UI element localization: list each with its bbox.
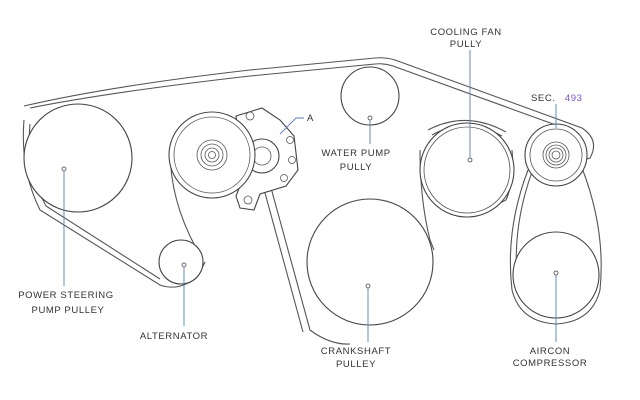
fan-belt-top	[427, 119, 507, 133]
water-pump-center	[367, 115, 373, 121]
cooling-fan-label-line1: COOLING FAN	[430, 27, 502, 38]
idler-pulley-rim	[173, 116, 251, 194]
sec-idler-hub-2	[545, 144, 567, 166]
outer-drive-belt-inner	[29, 63, 579, 134]
cooling-fan-center	[467, 157, 473, 163]
outer-drive-belt	[23, 57, 595, 169]
power-steering-pump-pulley	[23, 103, 133, 213]
sec-idler-pulley	[524, 123, 588, 187]
power-steering-center	[61, 166, 67, 172]
aircon-center	[553, 270, 559, 276]
leader-tensioner-a	[279, 117, 304, 135]
tensioner-callout-label: A	[307, 113, 314, 124]
sec-idler-hub-1	[542, 141, 570, 169]
bracket-bolt-1	[245, 111, 255, 121]
crankshaft-label-line1: CRANKSHAFT	[321, 346, 391, 357]
alternator-center	[181, 262, 187, 268]
cooling-fan-pulley	[419, 122, 515, 218]
bracket-bolt-5	[243, 195, 253, 205]
idler-hub-outer	[196, 139, 228, 171]
sec-idler-hub-3	[548, 147, 564, 163]
aircon-belt-left	[509, 169, 557, 325]
alternator-pulley	[158, 239, 204, 285]
idler-pulley	[168, 111, 256, 199]
crankshaft-label-line2: PULLEY	[336, 359, 376, 370]
bracket-bolt-2	[286, 136, 294, 144]
idler-hub-core	[208, 151, 216, 159]
sec-idler-hub-4	[551, 150, 561, 160]
sec-prefix: SEC.	[531, 93, 556, 104]
crankshaft-pulley	[306, 198, 434, 326]
crankshaft-center	[365, 283, 371, 289]
fan-belt-left	[419, 149, 435, 251]
alternator-belt-right	[261, 154, 351, 345]
power-steering-label-line1: POWER STEERING	[18, 290, 114, 301]
bracket-bolt-3	[288, 156, 296, 164]
aircon-label-line2: COMPRESSOR	[513, 358, 588, 369]
idler-hub-mid	[200, 143, 224, 167]
water-pump-label-line2: PULLY	[340, 162, 372, 173]
bracket-bolt-4	[280, 174, 288, 182]
water-pump-label-line1: WATER PUMP	[321, 148, 390, 159]
aircon-label-line1: AIRCON	[530, 346, 571, 357]
idler-hub-inner	[204, 147, 220, 163]
sec-reference-link[interactable]: 493	[565, 93, 583, 104]
sec-idler-rim	[529, 128, 583, 182]
power-steering-label-line2: PUMP PULLEY	[32, 305, 105, 316]
cooling-fan-label-line2: PULLY	[450, 39, 482, 50]
aircon-belt-right	[555, 167, 602, 325]
sec-label: SEC. 493	[531, 93, 582, 104]
cooling-fan-pulley-rim	[423, 126, 511, 214]
alternator-label: ALTERNATOR	[140, 331, 208, 342]
